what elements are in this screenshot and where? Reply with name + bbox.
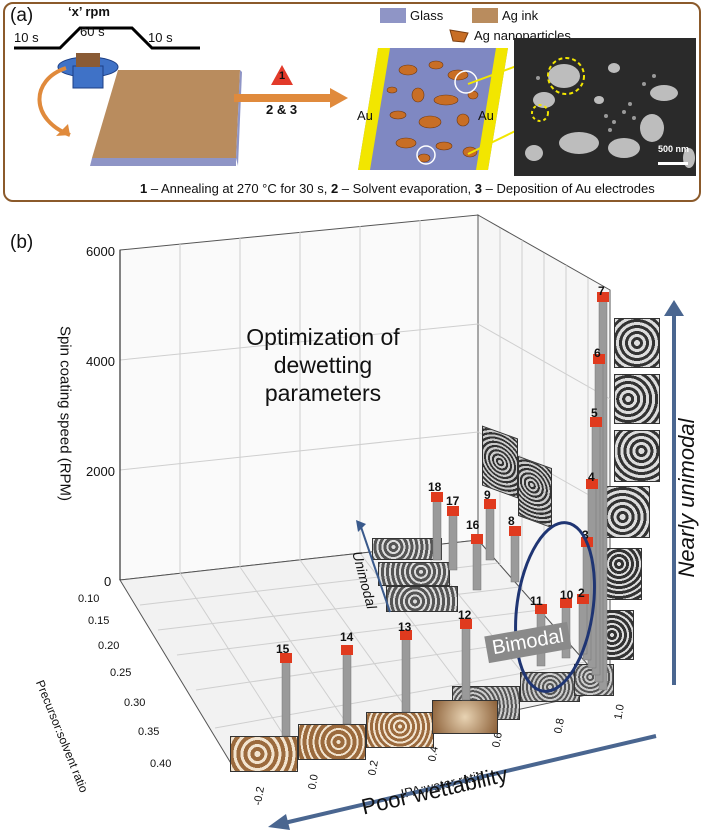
- process-arrow: [234, 88, 348, 108]
- device-schematic: [358, 48, 508, 170]
- marker-14: [341, 645, 353, 655]
- sample-label-9: 9: [484, 488, 491, 502]
- marker-4: [586, 479, 598, 489]
- sem-image: [514, 38, 696, 176]
- step-right-label: 10 s: [148, 30, 173, 45]
- nearly-unimodal-arrow: [664, 300, 684, 685]
- marker-10: [560, 598, 572, 608]
- arrow-step-bottom: 2 & 3: [266, 102, 298, 117]
- y-tick-6: 0.40: [150, 758, 172, 770]
- y-tick-1: 0.15: [88, 615, 110, 627]
- nanoparticle-icon: [449, 29, 469, 43]
- sample-label-15: 15: [276, 642, 290, 656]
- plot-title-line1: Optimization of: [246, 324, 400, 350]
- marker-9: [484, 499, 496, 509]
- scale-bar-label: 500 nm: [658, 144, 690, 154]
- marker-17: [447, 506, 459, 516]
- sem-thumb-12: [432, 700, 498, 734]
- panel-a-letter: (a): [10, 5, 34, 26]
- sem-thumb-13: [366, 712, 434, 748]
- poor-wettability-arrow: [268, 734, 657, 830]
- y-tick-2: 0.20: [98, 640, 120, 652]
- sem-thumb-5: [614, 430, 660, 482]
- sem-thumb-7: [614, 318, 660, 368]
- panel-b-letter: (b): [10, 232, 34, 253]
- marker-7: [597, 292, 609, 302]
- sem-thumb-6: [614, 374, 660, 424]
- sem-thumb-unimodal-1: [372, 538, 442, 560]
- marker-18: [431, 492, 443, 502]
- marker-15: [280, 653, 292, 663]
- y-tick-5: 0.35: [138, 726, 160, 738]
- plot-title-line3: parameters: [264, 380, 382, 406]
- caption-1-text: – Annealing at 270 °C for 30 s,: [147, 181, 331, 196]
- step-mid-label: 60 s: [80, 24, 105, 39]
- y-tick-4: 0.30: [124, 697, 146, 709]
- marker-12: [460, 619, 472, 629]
- sample-label-14: 14: [340, 630, 354, 644]
- au-left-label: Au: [357, 108, 373, 123]
- caption-2-text: – Solvent evaporation,: [338, 181, 475, 196]
- caption-3-text: – Deposition of Au electrodes: [482, 181, 655, 196]
- marker-5: [590, 417, 602, 427]
- y-tick-3: 0.25: [110, 667, 132, 679]
- rpm-label: ‘x’ rpm: [68, 4, 110, 19]
- z-tick-4000: 4000: [86, 354, 115, 369]
- sample-label-18: 18: [428, 480, 442, 494]
- arrow-step-top: 1: [279, 70, 286, 82]
- sample-label-2: 2: [578, 586, 585, 600]
- marker-13: [400, 630, 412, 640]
- sample-label-4: 4: [588, 470, 595, 484]
- legend-glass-label: Glass: [410, 8, 444, 23]
- sample-label-7: 7: [598, 284, 605, 298]
- unimodal-arrow: [356, 520, 391, 613]
- sample-label-10: 10: [560, 588, 574, 602]
- z-tick-0: 0: [104, 574, 112, 589]
- plot-title-line2: dewetting: [273, 352, 373, 378]
- plot-title: Optimization of dewetting parameters: [208, 323, 438, 407]
- marker-8: [509, 526, 521, 536]
- sample-label-8: 8: [508, 514, 515, 528]
- y-tick-0: 0.10: [78, 593, 100, 605]
- marker-16: [471, 534, 483, 544]
- sample-label-11: 11: [530, 594, 543, 608]
- sample-label-16: 16: [466, 518, 480, 532]
- z-tick-2000: 2000: [86, 464, 115, 479]
- sample-label-13: 13: [398, 620, 412, 634]
- sample-label-17: 17: [446, 494, 460, 508]
- spin-profile-diagram: [14, 26, 200, 50]
- nearly-unimodal-label: Nearly unimodal: [674, 418, 699, 578]
- caption-2-num: 2: [330, 181, 339, 196]
- sem-thumb-unimodal-2: [378, 562, 450, 586]
- sample-label-12: 12: [458, 608, 472, 622]
- panel-a-caption: 1 – Annealing at 270 °C for 30 s, 2 – So…: [140, 181, 655, 196]
- sample-label-5: 5: [591, 406, 598, 420]
- legend-ag-ink-swatch: [472, 8, 498, 23]
- au-right-label: Au: [478, 108, 494, 123]
- panel-a-frame: [3, 2, 701, 202]
- sample-label-6: 6: [594, 346, 601, 360]
- marker-2: [577, 594, 589, 604]
- marker-11: [535, 604, 547, 614]
- legend-glass-swatch: [380, 8, 406, 23]
- marker-6: [593, 354, 605, 364]
- caption-3-num: 3: [474, 181, 483, 196]
- sample-label-3: 3: [582, 528, 589, 542]
- sem-thumb-14: [298, 724, 366, 760]
- sem-thumb-unimodal-3: [386, 586, 458, 612]
- legend-ag-ink-label: Ag ink: [502, 8, 539, 23]
- annealing-warning-icon: [271, 65, 293, 85]
- z-tick-6000: 6000: [86, 244, 115, 259]
- caption-1-num: 1: [140, 181, 148, 196]
- sem-thumb-15: [230, 736, 298, 772]
- step-left-label: 10 s: [14, 30, 39, 45]
